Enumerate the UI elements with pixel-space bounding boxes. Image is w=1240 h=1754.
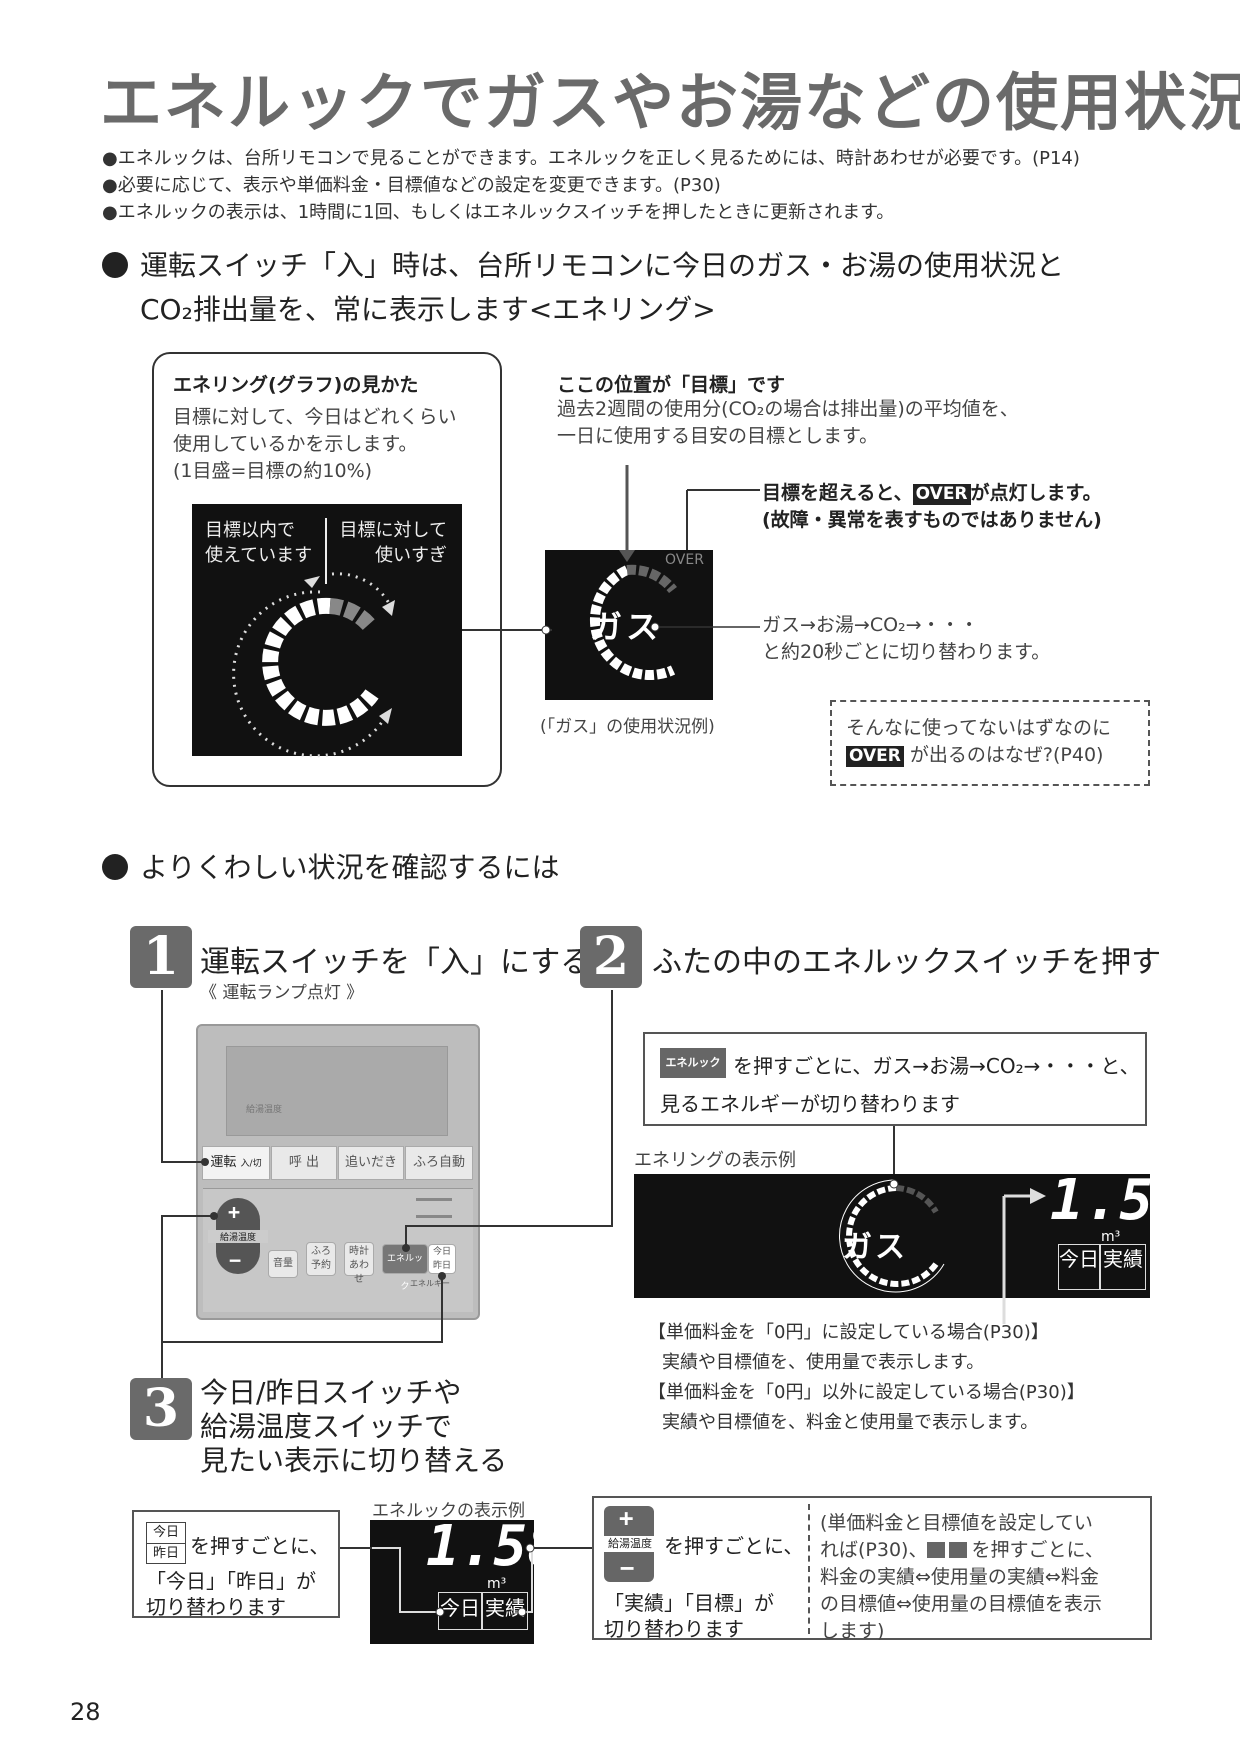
step2-info-line2: 見るエネルギーが切り替わります [660, 1092, 960, 1116]
plus-key-icon [927, 1542, 946, 1558]
enering-ring-graphic [839, 1179, 1046, 1324]
within-target-label: 目標以内で 使えています [205, 520, 313, 566]
target-note-heading: ここの位置が「目標」です [557, 374, 786, 396]
step1-title: 運転スイッチを「入」にする [200, 945, 591, 980]
remote-screen-label: 給湯温度 [246, 1105, 283, 1115]
yobidashi-button[interactable]: 呼 出 [271, 1146, 337, 1180]
minus-icon: − [620, 1554, 635, 1582]
today-box-line1: を押すごとに、 [190, 1534, 330, 1558]
temp-minus-icon: − [229, 1248, 242, 1272]
target-note-body: 過去2週間の使用分(CO₂の場合は排出量)の平均値を、 一日に使用する目安の目標… [557, 398, 1019, 447]
enelook-key-icon: エネルック [660, 1048, 726, 1078]
over-badge: OVER [846, 746, 904, 767]
over-badge: OVER [912, 484, 971, 505]
section1-heading: 運転スイッチ「入」時は、台所リモコンに今日のガス・お湯の使用状況と [102, 244, 1064, 288]
enering-unit: m³ [1101, 1229, 1121, 1245]
enering-gas-label: ガス [842, 1230, 908, 1265]
over-note-line2: (故障・異常を表すものではありません) [762, 509, 1102, 531]
example-caption: (「ガス」の使用状況例) [540, 717, 715, 737]
enelook-actual-label: 実績 [482, 1592, 528, 1630]
page-title: エネルックでガスやお湯などの使用状況 [100, 66, 1240, 139]
temp-box-body: 「実績」「目標」が 切り替わります [604, 1591, 774, 1641]
temp-switch-box [592, 1496, 1152, 1640]
step1-number: 1 [130, 926, 192, 988]
gas-ring-graphic [500, 465, 760, 681]
ring-guide-graphic [232, 572, 395, 758]
unten-button[interactable]: 運転 入/切 [202, 1146, 270, 1180]
clock-set-button[interactable]: 時計あわせ [344, 1242, 374, 1285]
temp-box-line1: を押すごとに、 [664, 1534, 804, 1558]
step3-title: 今日/昨日スイッチや 給湯温度スイッチで 見たい表示に切り替える [200, 1376, 508, 1477]
step2-connector [893, 1126, 895, 1184]
over-indicator: OVER [665, 552, 704, 568]
bullet-item: ●エネルックは、台所リモコンで見ることができます。エネルックを正しく見るためには… [102, 148, 1080, 169]
enelook-today-label: 今日 [438, 1592, 482, 1630]
section1-heading-line2: CO₂排出量を、常に表示します<エネリング> [140, 293, 716, 326]
enering-actual-label: 実績 [1100, 1244, 1146, 1290]
intro-bullets: ●エネルックは、台所リモコンで見ることができます。エネルックを正しく見るためには… [102, 145, 1080, 226]
bullet-item: ●必要に応じて、表示や単価料金・目標値などの設定を変更できます。(P30) [102, 175, 721, 196]
temp-label: 給湯温度 [208, 1230, 268, 1243]
enering-value: 1.58 [1050, 1168, 1189, 1233]
plus-icon: + [619, 1504, 634, 1532]
bullet-dot-icon [102, 854, 128, 880]
enelook-example-display [370, 1520, 534, 1644]
speaker-grille-icon [416, 1198, 452, 1218]
enering-today-label: 今日 [1058, 1244, 1100, 1290]
remote-screen [226, 1046, 448, 1136]
switch-note: ガス→お湯→CO₂→・・・ と約20秒ごとに切り替わります。 [762, 614, 1051, 663]
step1-sub: 《 運転ランプ点灯 》 [200, 983, 364, 1003]
ring-guide-box [152, 352, 502, 787]
gas-label: ガス [590, 608, 663, 646]
furo-auto-button[interactable]: ふろ自動 [405, 1146, 473, 1180]
enelook-value: 1.58 [426, 1514, 561, 1579]
price-notes: 【単価料金を「0円」に設定している場合(P30)】 実績や目標値を、使用量で表示… [648, 1322, 1085, 1433]
enelook-example-caption: エネルックの表示例 [372, 1501, 525, 1521]
oidaki-button[interactable]: 追いだき [338, 1146, 404, 1180]
step3-number: 3 [130, 1378, 192, 1440]
temp-key-label: 給湯温度 [600, 1536, 660, 1552]
over-target-label: 目標に対して 使いすぎ [339, 520, 447, 566]
today-yesterday-box [132, 1510, 340, 1618]
temp-box-divider [808, 1504, 810, 1634]
page-number: 28 [70, 1698, 101, 1726]
ring-guide-heading: エネリング(グラフ)の見かた [173, 374, 419, 396]
enering-example-display [634, 1174, 1150, 1298]
temp-box-note: (単価料金と目標値を設定してい れば(P30)、を押すごとに、 料金の実績⇔使用… [820, 1512, 1104, 1642]
enelook-small-label: エネルギー [410, 1279, 450, 1288]
step2-info-line1: を押すごとに、ガス→お湯→CO₂→・・・と、 [733, 1054, 1140, 1078]
enering-example-caption: エネリングの表示例 [634, 1150, 796, 1171]
connector-line [462, 625, 552, 635]
today-box-body: 「今日」「昨日」が 切り替わります [146, 1569, 316, 1619]
step2-info-box [643, 1032, 1147, 1126]
step2-number: 2 [580, 926, 642, 988]
ring-guide-description: 目標に対して、今日はどれくらい 使用しているかを示します。 (1目盛=目標の約1… [173, 406, 457, 482]
bullet-item: ●エネルックの表示は、1時間に1回、もしくはエネルックスイッチを押したときに更新… [102, 202, 895, 223]
section2-heading: よりくわしい状況を確認するには [102, 846, 559, 890]
enelook-unit: m³ [487, 1576, 507, 1592]
today-yesterday-key-icon: 今日 昨日 [146, 1522, 186, 1564]
bullet-dot-icon [102, 252, 128, 278]
minus-key-icon [949, 1542, 968, 1558]
furo-yoyaku-button[interactable]: ふろ予約 [306, 1242, 336, 1276]
volume-button[interactable]: 音量 [268, 1250, 298, 1278]
faq-box [830, 700, 1150, 786]
step2-title: ふたの中のエネルックスイッチを押す [652, 945, 1162, 980]
faq-text: そんなに使ってないはずなのに OVER が出るのはなぜ?(P40) [846, 717, 1112, 767]
today-yesterday-button[interactable]: 今日昨日 [428, 1244, 456, 1274]
temp-plus-icon: + [228, 1200, 241, 1224]
target-divider [325, 518, 327, 584]
